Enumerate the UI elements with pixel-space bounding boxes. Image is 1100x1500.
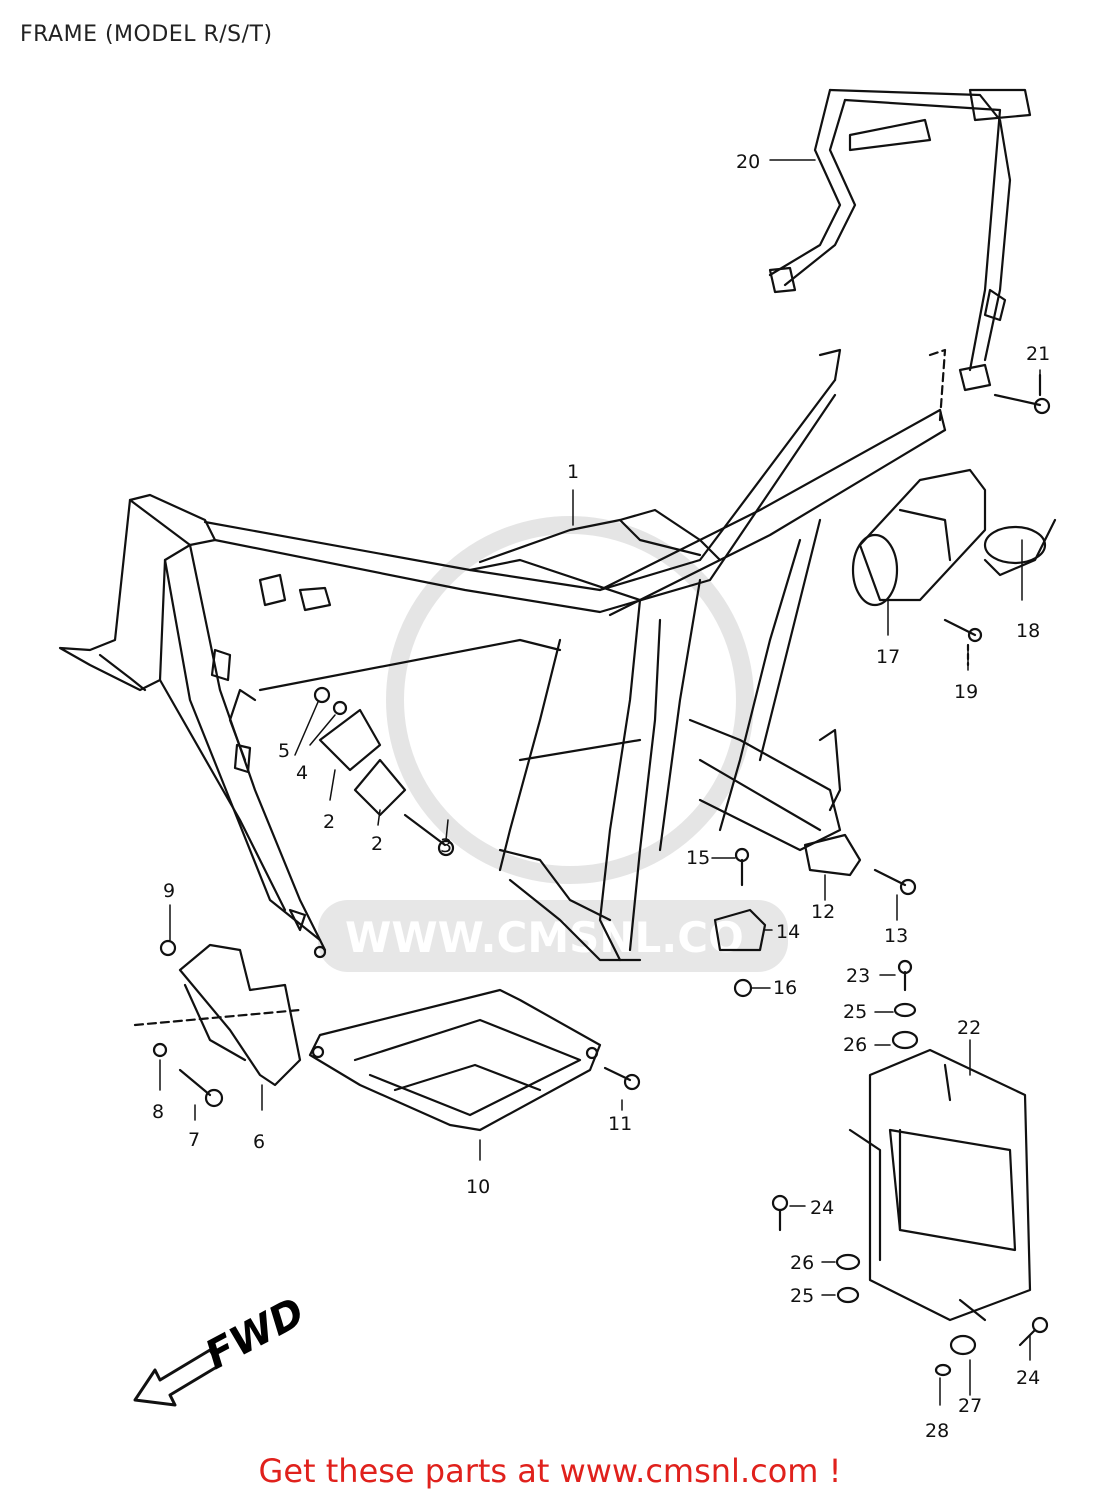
callout-2b: 2 bbox=[371, 833, 383, 855]
callout-21: 21 bbox=[1026, 343, 1050, 365]
callout-14: 14 bbox=[776, 921, 800, 943]
callout-8: 8 bbox=[152, 1101, 164, 1123]
callout-23: 23 bbox=[846, 965, 870, 987]
callout-11: 11 bbox=[608, 1113, 632, 1135]
watermark-text: WWW.CMSNL.CO bbox=[345, 913, 744, 962]
bolt-19 bbox=[943, 618, 983, 667]
callout-9: 9 bbox=[163, 880, 175, 902]
callout-24a: 24 bbox=[810, 1197, 834, 1219]
engine-mounts bbox=[313, 686, 455, 857]
callout-22: 22 bbox=[957, 1017, 981, 1039]
callout-26b: 26 bbox=[790, 1252, 814, 1274]
bolt-13 bbox=[873, 868, 917, 896]
fasteners-22-28 bbox=[771, 959, 1049, 1377]
callout-27: 27 bbox=[958, 1395, 982, 1417]
nut-16 bbox=[733, 978, 753, 998]
strap-18 bbox=[983, 518, 1057, 577]
callout-15: 15 bbox=[686, 847, 710, 869]
cushion-14 bbox=[713, 908, 767, 952]
watermark: WWW.CMSNL.CO bbox=[318, 516, 788, 972]
bolt-21 bbox=[993, 373, 1051, 415]
callout-26a: 26 bbox=[843, 1034, 867, 1056]
screw-15 bbox=[734, 847, 750, 887]
callout-19: 19 bbox=[954, 681, 978, 703]
bolt-11 bbox=[603, 1066, 641, 1091]
callout-28: 28 bbox=[925, 1420, 949, 1442]
callout-17: 17 bbox=[876, 646, 900, 668]
callout-2a: 2 bbox=[323, 811, 335, 833]
lower-bracket-6 bbox=[133, 939, 302, 1108]
cmsnl-footer-link[interactable]: Get these parts at www.cmsnl.com ! bbox=[258, 1452, 842, 1490]
leader-lines bbox=[159, 159, 1041, 1406]
callout-10: 10 bbox=[466, 1176, 490, 1198]
cushion-12 bbox=[803, 833, 862, 877]
rear-seat-rail bbox=[768, 88, 1032, 422]
battery-case-22 bbox=[848, 1048, 1032, 1322]
callout-18: 18 bbox=[1016, 620, 1040, 642]
callout-24b: 24 bbox=[1016, 1367, 1040, 1389]
callout-4: 4 bbox=[296, 762, 308, 784]
callout-labels: 1 2 2 3 4 5 6 7 8 9 10 11 12 13 14 15 16… bbox=[152, 151, 1050, 1442]
frame-main bbox=[58, 348, 947, 962]
callout-20: 20 bbox=[736, 151, 760, 173]
callout-7: 7 bbox=[188, 1129, 200, 1151]
page-title: FRAME (MODEL R/S/T) bbox=[20, 22, 273, 47]
callout-6: 6 bbox=[253, 1131, 265, 1153]
fwd-arrow-icon bbox=[133, 1348, 222, 1407]
callout-25a: 25 bbox=[843, 1001, 867, 1023]
callout-1: 1 bbox=[567, 461, 579, 483]
callout-3: 3 bbox=[440, 835, 452, 857]
callout-16: 16 bbox=[773, 977, 797, 999]
engine-guard-10 bbox=[308, 988, 602, 1132]
callout-25b: 25 bbox=[790, 1285, 814, 1307]
fwd-label: FWD bbox=[198, 1289, 312, 1379]
callout-13: 13 bbox=[884, 925, 908, 947]
callout-12: 12 bbox=[811, 901, 835, 923]
callout-5: 5 bbox=[278, 740, 290, 762]
battery-horn-17 bbox=[851, 468, 987, 607]
